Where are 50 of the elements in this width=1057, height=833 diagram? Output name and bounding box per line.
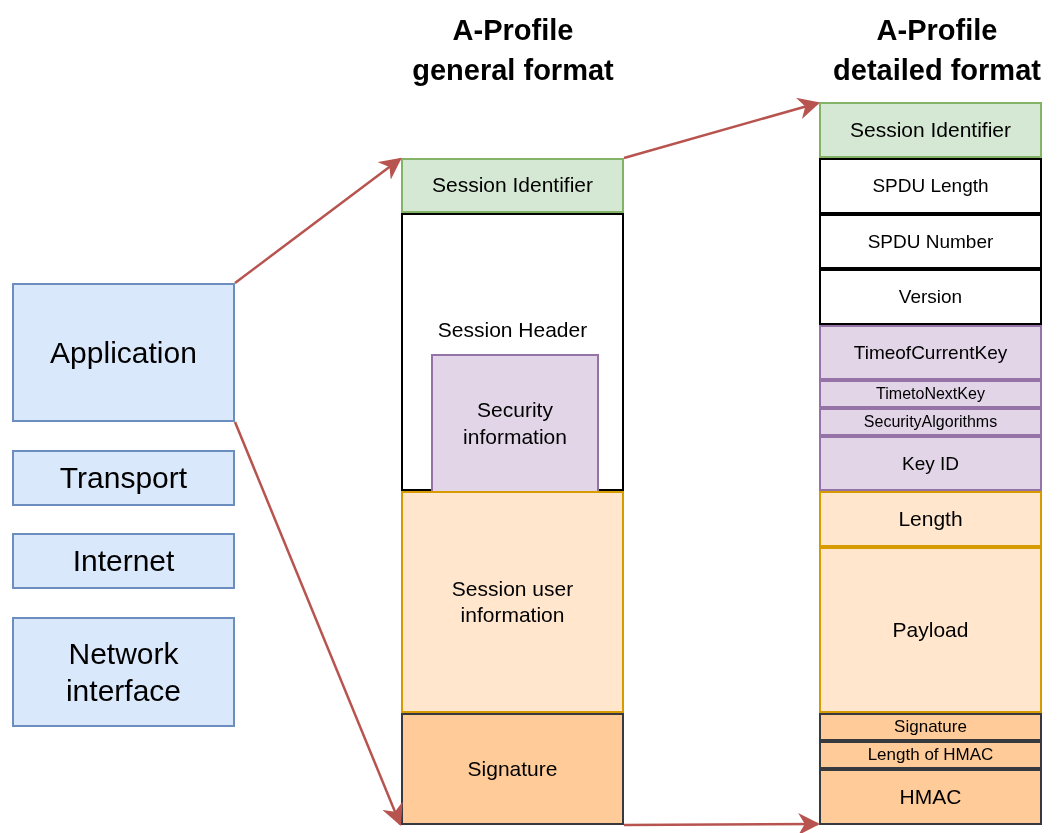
field-label: Security information	[462, 397, 568, 450]
field-label: TimeofCurrentKey	[853, 340, 1008, 365]
field-label: SPDU Number	[867, 229, 994, 254]
field-box	[819, 547, 1042, 713]
field-box	[819, 436, 1042, 491]
field-label: SecurityAlgorithms	[863, 412, 998, 432]
field-label: HMAC	[899, 783, 962, 810]
field-label: Signature	[467, 755, 558, 782]
field-box	[819, 158, 1042, 214]
field-label: TimetoNextKey	[876, 384, 985, 404]
field-box	[819, 325, 1042, 380]
arrow	[623, 97, 821, 160]
arrow	[233, 421, 403, 827]
arrow	[234, 157, 402, 284]
field-label: SPDU Length	[872, 174, 989, 198]
field-label: Session Header	[437, 317, 588, 343]
field-label: Session user information	[450, 575, 575, 628]
column-heading: A-Profile general format	[411, 13, 615, 88]
field-box	[819, 380, 1042, 408]
field-box	[401, 213, 624, 491]
field-box	[819, 408, 1042, 436]
field-label: Network interface	[64, 635, 183, 709]
field-box	[819, 269, 1042, 325]
field-box	[401, 491, 624, 713]
field-label: Application	[50, 334, 197, 371]
field-label: Version	[898, 285, 963, 309]
field-box	[12, 617, 235, 727]
field-label: Length	[898, 505, 963, 532]
field-box	[819, 102, 1042, 158]
field-label: Payload	[892, 616, 969, 643]
field-label: Session Identifier	[849, 116, 1012, 143]
field-box	[819, 741, 1042, 769]
field-box	[819, 769, 1042, 825]
field-label: Session Identifier	[431, 172, 594, 199]
field-box	[12, 283, 235, 422]
field-box	[819, 713, 1042, 741]
field-label: Signature	[894, 716, 967, 738]
column-heading: A-Profile detailed format	[832, 13, 1042, 88]
field-label: Internet	[72, 543, 175, 580]
field-box	[819, 491, 1042, 547]
arrow	[624, 813, 821, 833]
field-box	[819, 214, 1042, 269]
field-box	[401, 713, 624, 825]
field-label: Transport	[59, 460, 188, 497]
field-label: Length of HMAC	[867, 744, 994, 766]
field-box	[431, 354, 599, 493]
field-box	[12, 533, 235, 589]
field-box	[12, 450, 235, 506]
field-box	[401, 158, 624, 213]
field-label: Key ID	[902, 451, 959, 476]
